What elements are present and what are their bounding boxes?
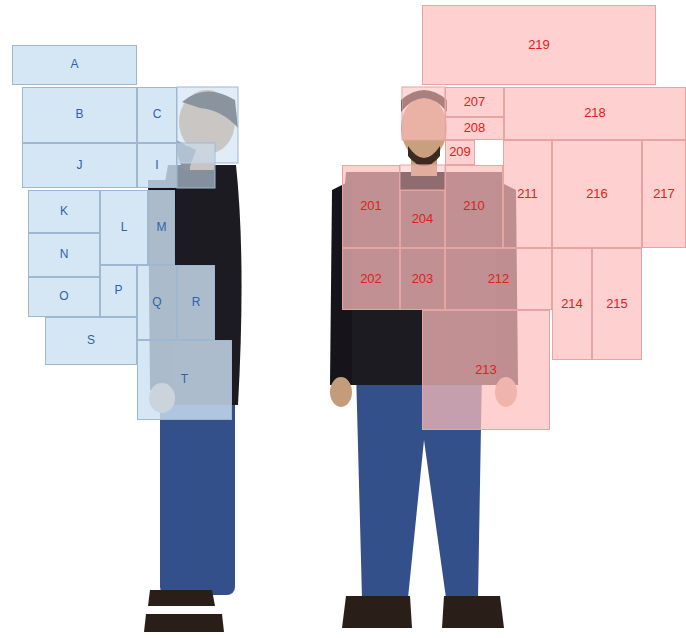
front-region-box: 215 xyxy=(592,248,642,360)
region-letter: C xyxy=(153,108,162,121)
front-region-box: 207 xyxy=(445,87,504,117)
front-region-box: 202 xyxy=(342,248,400,310)
region-letter: R xyxy=(192,296,201,309)
side-region-box: S xyxy=(45,317,137,365)
region-box xyxy=(177,143,215,188)
region-letter: B xyxy=(75,108,83,121)
region-number: 212 xyxy=(488,272,510,286)
region-letter: L xyxy=(121,221,128,234)
front-region-box: 209 xyxy=(445,140,475,165)
side-region-box: P xyxy=(100,265,137,317)
front-region-box: 218 xyxy=(504,87,686,140)
front-region-box: 214 xyxy=(552,248,592,360)
region-number: 213 xyxy=(475,363,497,377)
region-letter: K xyxy=(60,205,68,218)
side-region-box: C xyxy=(137,87,177,143)
region-letter: P xyxy=(114,284,122,297)
region-number: 202 xyxy=(360,272,382,286)
front-region-box: 219 xyxy=(422,5,656,85)
region-number: 214 xyxy=(561,297,583,311)
front-region-box: 213 xyxy=(422,310,550,430)
front-region-box: 203 xyxy=(400,248,445,310)
side-region-box: T xyxy=(137,340,232,420)
side-region-box: A xyxy=(12,45,137,85)
region-number: 216 xyxy=(586,187,608,201)
region-number: 204 xyxy=(412,212,434,226)
front-region-box: 204 xyxy=(400,190,445,248)
region-letter: T xyxy=(181,373,188,386)
side-region-box: B xyxy=(22,87,137,143)
region-letter: M xyxy=(157,221,167,234)
region-letter: I xyxy=(155,159,158,172)
side-region-box: M xyxy=(148,190,175,265)
region-letter: S xyxy=(87,334,95,347)
region-letter: Q xyxy=(152,296,161,309)
region-number: 207 xyxy=(464,95,486,109)
front-region-box: 210 xyxy=(445,165,503,248)
region-number: 203 xyxy=(412,272,434,286)
region-number: 211 xyxy=(517,187,538,201)
front-region-box: 201 xyxy=(342,165,400,248)
side-region-box: I xyxy=(137,143,177,188)
front-region-box: 208 xyxy=(445,117,504,140)
front-region-box: 216 xyxy=(552,140,642,248)
region-number: 219 xyxy=(528,38,550,52)
region-letter: O xyxy=(59,290,68,303)
region-number: 217 xyxy=(653,187,675,201)
region-number: 210 xyxy=(463,199,485,213)
side-region-box: K xyxy=(28,190,100,233)
side-region-box: R xyxy=(177,265,215,340)
region-number: 201 xyxy=(360,199,382,213)
region-letter: A xyxy=(70,58,78,71)
side-region-box: Q xyxy=(137,265,177,340)
region-number: 218 xyxy=(584,106,606,120)
region-box xyxy=(402,87,445,140)
region-letter: N xyxy=(60,248,69,261)
front-region-box: 212 xyxy=(445,248,552,310)
region-letter: J xyxy=(77,159,83,172)
side-region-box: L xyxy=(100,190,148,265)
side-region-box: J xyxy=(22,143,137,188)
front-region-box: 211 xyxy=(503,140,552,248)
region-number: 215 xyxy=(606,297,628,311)
region-number: 209 xyxy=(449,145,471,159)
side-region-box: N xyxy=(28,233,100,277)
side-region-box: O xyxy=(28,277,100,317)
region-box xyxy=(400,165,445,190)
front-region-box: 217 xyxy=(642,140,686,248)
region-number: 208 xyxy=(464,121,486,135)
